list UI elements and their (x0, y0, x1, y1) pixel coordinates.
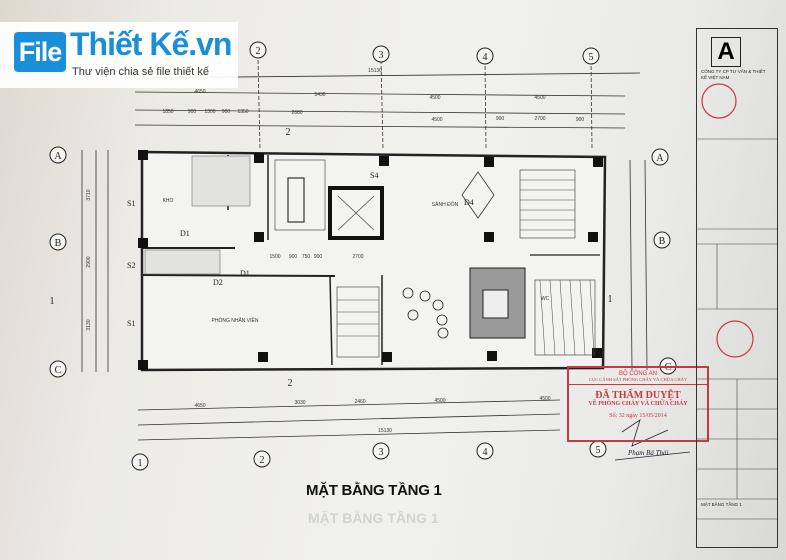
stair-treads (337, 179, 595, 356)
stools (402, 287, 449, 339)
dim-text: 1350 (237, 109, 248, 115)
grid-label-b: B (55, 238, 62, 249)
dim-line (134, 109, 626, 115)
door-label: S1 (127, 199, 135, 208)
room-label: PHÒNG NHÂN VIÊN (212, 316, 259, 324)
dim-text: 4500 (534, 95, 545, 101)
section-mark: 1 (608, 294, 613, 305)
section-mark: 2 (286, 127, 291, 138)
section-mark: 2 (288, 378, 293, 389)
title-block: A CÔNG TY CP TƯ VẤN & THIẾT KẾ VIỆT NAM … (696, 28, 778, 548)
door-label: D2 (213, 278, 223, 287)
dim-text: 4500 (434, 398, 445, 404)
grid-label-3: 3 (379, 447, 384, 458)
door-label: S2 (127, 261, 135, 270)
watermark-logo: File Thiết Kế.vn Thư viện chia sẻ file t… (0, 22, 238, 88)
dim-line (137, 429, 561, 441)
dim-text: 15130 (368, 68, 382, 74)
grid-label-5: 5 (589, 52, 594, 63)
elevator (328, 186, 384, 240)
stamp-heading: ĐÃ THẨM DUYỆT (595, 390, 681, 401)
dim-text: 1500 (269, 254, 280, 260)
grid-label-2: 2 (260, 455, 265, 466)
dim-text: 4500 (539, 396, 550, 402)
dim-text: 900 (188, 109, 197, 115)
dim-line (644, 159, 648, 371)
dim-text: 2700 (534, 116, 545, 122)
drawing-title: MẶT BẰNG TẦNG 1 (306, 482, 442, 499)
company-logo-icon: A (711, 37, 741, 67)
room-label: KHO (163, 198, 174, 204)
grid-label-4: 4 (483, 52, 488, 63)
stairs (274, 159, 596, 358)
dim-text: 750 (302, 254, 311, 260)
dim-text: 15130 (378, 428, 392, 434)
dim-line (134, 91, 626, 97)
door-label: D4 (464, 198, 474, 207)
reception-counter (461, 171, 495, 219)
stamp-number: Số: 32 ngày 15/05/2014 (609, 413, 667, 419)
logo-file-box: File (14, 32, 66, 72)
dim-text: 900 (222, 109, 231, 115)
dim-line (137, 399, 561, 411)
grid-label-3: 3 (379, 50, 384, 61)
grid-label-1: 1 (138, 458, 143, 469)
dim-text: 4500 (431, 117, 442, 123)
sheet-title: MẶT BẰNG TẦNG 1 (701, 502, 742, 507)
company-name: CÔNG TY CP TƯ VẤN & THIẾT KẾ VIỆT NAM (701, 69, 766, 80)
grid-label-5: 5 (596, 445, 601, 456)
dim-text: 2460 (354, 399, 365, 405)
stamp-agency: BỘ CÔNG AN (618, 371, 657, 377)
dim-line (137, 413, 561, 426)
dim-text: 4500 (429, 95, 440, 101)
dim-text: 900 (289, 254, 298, 260)
grid-label-a: A (656, 153, 664, 164)
grid-label-c: C (55, 365, 62, 376)
room-label: SẢNH ĐÓN (432, 201, 459, 208)
signer-name: Phạm Bá Thái (628, 449, 669, 457)
approval-stamp: BỘ CÔNG AN CỤC CẢNH SÁT PHÒNG CHÁY VÀ CH… (567, 366, 709, 442)
dim-text: 3130 (86, 319, 92, 330)
wc-tiles (144, 155, 251, 275)
dim-text: 900 (314, 254, 323, 260)
grid-label-2: 2 (256, 46, 261, 57)
grid-label-b: B (659, 236, 666, 247)
grid-bubbles (49, 41, 677, 471)
door-label: D1 (240, 269, 250, 278)
grid-label-a: A (54, 151, 62, 162)
company-seal (716, 320, 754, 358)
dim-text: 1850 (162, 109, 173, 115)
dim-text: 2680 (291, 110, 302, 116)
section-mark: 1 (50, 296, 55, 307)
door-label: S4 (370, 171, 378, 180)
stamp-subheading: VỀ PHÒNG CHÁY VÀ CHỮA CHÁY (588, 401, 688, 407)
door-label: S1 (127, 319, 135, 328)
logo-brand-name: Thiết Kế.vn (70, 26, 232, 62)
dim-text: 5430 (314, 92, 325, 98)
dim-text: 900 (576, 117, 585, 123)
grid-label-4: 4 (483, 447, 488, 458)
dim-text: 2700 (352, 254, 363, 260)
room-label: WC (541, 296, 550, 302)
dim-text: 3030 (294, 400, 305, 406)
drawing-title-bleed: MẶT BẰNG TẦNG 1 (308, 510, 439, 526)
dim-text: 900 (496, 116, 505, 122)
columns (138, 150, 603, 370)
company-seal (701, 83, 737, 119)
dim-text: 1300 (204, 109, 215, 115)
door-label: D1 (180, 229, 190, 238)
dim-text: 2900 (86, 256, 92, 267)
dim-text: 3710 (86, 189, 92, 200)
logo-tagline: Thư viện chia sẻ file thiết kế (72, 66, 209, 78)
meeting-table (469, 267, 526, 339)
dim-line (629, 159, 633, 371)
dim-line (134, 124, 626, 129)
dim-text: 4650 (194, 89, 205, 95)
stamp-department: CỤC CẢNH SÁT PHÒNG CHÁY VÀ CHỮA CHÁY (569, 377, 707, 385)
dim-text: 4650 (194, 403, 205, 409)
signature (614, 419, 691, 461)
